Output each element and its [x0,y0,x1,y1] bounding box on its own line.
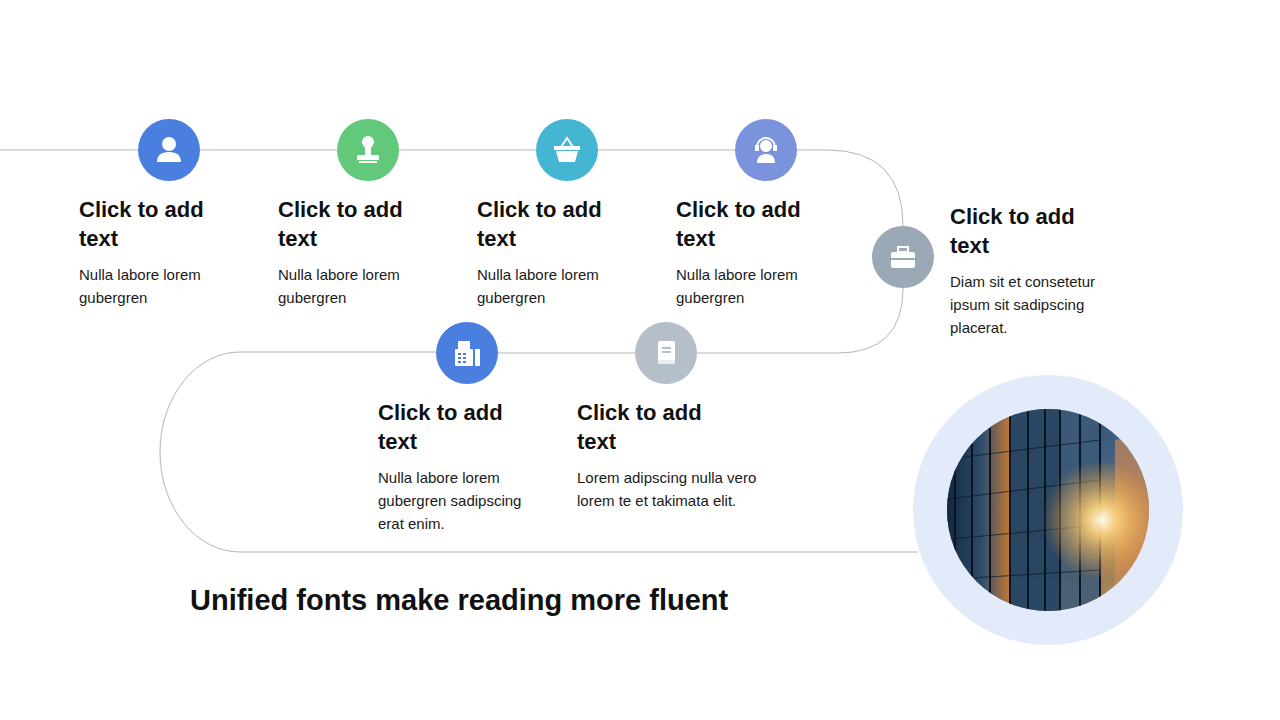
icon-circle [436,322,498,384]
timeline-tail [160,352,918,552]
building-photo [940,400,1162,620]
timeline-step: Click to add textNulla labore lorem gube… [378,322,543,539]
step-icon [872,226,934,288]
step-icon [735,119,797,181]
timeline-step: Click to add textNulla labore lorem gube… [676,119,836,313]
step-description: Nulla labore lorem gubergren sadipscing … [378,466,543,535]
icon-circle [337,119,399,181]
icon-circle [872,226,934,288]
step-icon [436,322,498,384]
icon-circle [138,119,200,181]
icon-circle [536,119,598,181]
step-description: Lorem adipscing nulla vero lorem te et t… [577,466,762,512]
step-icon [337,119,399,181]
timeline-connector [399,150,536,151]
step-heading: Click to add text [950,202,1105,260]
step-heading: Click to add text [477,195,632,253]
photo-ring [913,375,1183,645]
step-description: Diam sit et consetetur ipsum sit sadipsc… [950,270,1118,339]
timeline-connector [797,150,903,226]
timeline-connector [598,150,735,151]
timeline-step: Click to add textNulla labore lorem gube… [79,119,239,313]
step-heading: Click to add text [676,195,831,253]
step-heading: Click to add text [577,398,732,456]
step-icon [635,322,697,384]
step-description: Nulla labore lorem gubergren [79,263,239,309]
timeline-step: Click to add textNulla labore lorem gube… [278,119,438,313]
timeline-connector [200,150,337,151]
step-icon [536,119,598,181]
timeline-connector [498,353,635,354]
step-description: Nulla labore lorem gubergren [477,263,637,309]
step-description: Nulla labore lorem gubergren [676,263,836,309]
timeline-step: Click to add textLorem adipscing nulla v… [577,322,762,516]
timeline-start [0,150,138,151]
timeline-step: Click to add textNulla labore lorem gube… [477,119,637,313]
step-description: Nulla labore lorem gubergren [278,263,438,309]
slide-title: Unified fonts make reading more fluent [190,582,728,618]
step-heading: Click to add text [278,195,433,253]
timeline-step: Click to add textDiam sit et consetetur … [872,202,1118,343]
icon-circle [735,119,797,181]
icon-circle [635,322,697,384]
step-heading: Click to add text [79,195,234,253]
step-heading: Click to add text [378,398,533,456]
step-icon [138,119,200,181]
